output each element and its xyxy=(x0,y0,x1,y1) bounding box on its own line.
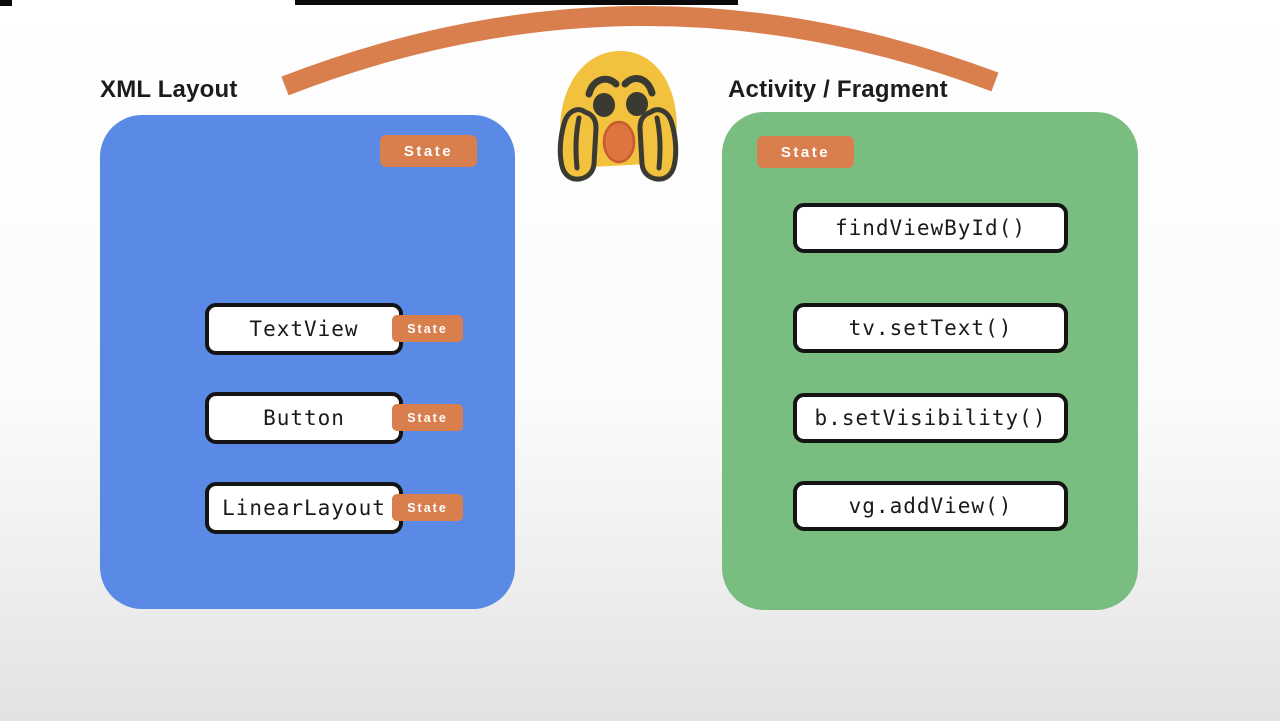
textview-row: TextView State xyxy=(205,303,463,355)
addview-row: vg.addView() xyxy=(793,481,1068,531)
top-video-artifact-bar xyxy=(295,0,738,5)
state-badge: State xyxy=(392,315,463,342)
method-label: tv.setText() xyxy=(848,316,1013,340)
textview-box: TextView xyxy=(205,303,403,355)
emoji-mouth xyxy=(602,120,636,164)
emoji-left-brow xyxy=(585,75,620,98)
emoji-left-eye xyxy=(593,93,615,117)
state-badge: State xyxy=(380,135,477,167)
top-left-video-artifact xyxy=(0,0,12,6)
emoji-right-hand xyxy=(637,107,679,182)
linearlayout-box: LinearLayout xyxy=(205,482,403,534)
state-badge: State xyxy=(392,494,463,521)
emoji-right-eye xyxy=(626,92,648,116)
activity-fragment-panel: State findViewById() tv.setText() b.setV… xyxy=(722,112,1138,610)
widget-label: LinearLayout xyxy=(222,496,386,520)
button-row: Button State xyxy=(205,392,463,444)
emoji-left-hand xyxy=(557,107,599,182)
addview-box: vg.addView() xyxy=(793,481,1068,531)
widget-label: TextView xyxy=(249,317,359,341)
settext-box: tv.setText() xyxy=(793,303,1068,353)
setvisibility-row: b.setVisibility() xyxy=(793,393,1068,443)
emoji-right-brow xyxy=(621,75,656,97)
activity-fragment-title: Activity / Fragment xyxy=(728,76,948,103)
setvisibility-box: b.setVisibility() xyxy=(793,393,1068,443)
method-label: vg.addView() xyxy=(848,494,1013,518)
settext-row: tv.setText() xyxy=(793,303,1068,353)
screaming-face-emoji xyxy=(557,50,679,182)
connector-arc xyxy=(281,6,999,96)
state-badge: State xyxy=(757,136,854,168)
emoji-face xyxy=(560,50,677,168)
findviewbyid-box: findViewById() xyxy=(793,203,1068,253)
linearlayout-row: LinearLayout State xyxy=(205,482,463,534)
xml-layout-panel: State TextView State Button State Linear… xyxy=(100,115,515,609)
widget-label: Button xyxy=(263,406,345,430)
xml-layout-title: XML Layout xyxy=(100,76,238,103)
findviewbyid-row: findViewById() xyxy=(793,203,1068,253)
method-label: b.setVisibility() xyxy=(814,406,1047,430)
method-label: findViewById() xyxy=(834,216,1026,240)
state-badge: State xyxy=(392,404,463,431)
button-box: Button xyxy=(205,392,403,444)
